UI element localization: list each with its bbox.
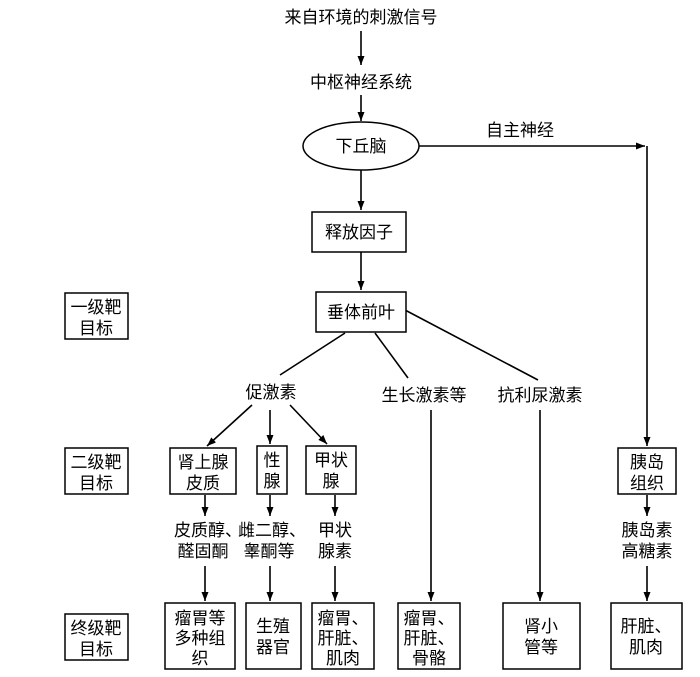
level-second-box [64,447,129,495]
level-second-line1: 二级靶 [71,453,122,473]
gonad-secretion-line2: 睾酮等 [244,542,295,562]
target-gonad-box [245,602,302,670]
pancreatic-islet-box [617,447,677,495]
thyroid-box [305,445,357,495]
level-first-box [64,292,129,340]
adrenal-cortex-line2: 皮质 [186,474,220,494]
level-second-line2: 目标 [79,474,113,494]
antidiuretic-hormone-label: 抗利尿激素 [498,386,583,406]
level-first-line1: 一级靶 [71,298,122,318]
arrow-tropic-to-thyroid [289,404,328,445]
connectors [201,31,651,601]
adrenal-cortex-line1: 肾上腺 [178,453,229,473]
target-pancreas-line2: 肌肉 [629,638,663,658]
hypothalamus-ellipse [302,121,420,171]
target-adh-box [502,602,581,670]
target-growth-box [397,602,461,670]
level-final-line2: 目标 [79,640,113,660]
thyroid-secretion-line1: 甲状 [318,521,352,541]
thyroid-secretion-line2: 腺素 [318,542,352,562]
level-first-line2: 目标 [79,319,113,339]
adrenal-cortex-box [169,447,237,495]
release-factor-box [311,211,407,253]
line-pituitary-to-adh [404,309,539,381]
target-adrenal-box [164,602,236,670]
line-pituitary-to-tropic [279,332,346,376]
hypothalamus-label: 下丘脑 [336,137,387,157]
target-thyroid-line1: 瘤胃、 [318,609,369,629]
target-adrenal-line2: 多种组 [175,629,226,649]
target-growth-line2: 肝脏、 [404,629,455,649]
target-thyroid-line3: 肌肉 [326,649,360,669]
target-gonad-line1: 生殖 [256,617,290,637]
target-thyroid-line2: 肝脏、 [318,629,369,649]
anterior-pituitary-label: 垂体前叶 [327,303,395,323]
pancreatic-islet-line1: 胰岛 [630,453,664,473]
gonad-secretion-line1: 雌二醇、 [238,521,306,541]
target-thyroid-box [311,602,375,670]
thyroid-line1: 甲状 [314,451,348,471]
target-growth-line3: 骨骼 [412,649,446,669]
release-factor-label: 释放因子 [325,223,393,243]
thyroid-line2: 腺 [323,472,340,492]
target-pancreas-box [610,602,683,670]
adrenal-secretion-line2: 醛固酮 [178,542,229,562]
growth-hormone-label: 生长激素等 [382,386,467,406]
level-final-box [64,613,129,661]
stimulus-source-label: 来自环境的刺激信号 [285,8,438,28]
target-adh-line2: 管等 [524,638,558,658]
target-pancreas-line1: 肝脏、 [621,617,672,637]
target-adrenal-line1: 瘤胃等 [175,609,226,629]
target-adrenal-line3: 织 [192,649,209,669]
target-gonad-line2: 器官 [256,638,290,658]
target-adh-line1: 肾小 [524,617,558,637]
gonad-box [256,445,288,495]
tropic-hormone-label: 促激素 [246,383,297,403]
adrenal-secretion-line1: 皮质醇、 [174,521,242,541]
cns-label: 中枢神经系统 [310,73,412,93]
line-pituitary-to-growth [374,332,409,379]
autonomic-nerve-label: 自主神经 [486,121,554,141]
pancreas-secretion-line1: 胰岛素 [622,521,673,541]
arrow-tropic-to-adrenal [206,404,253,447]
pancreatic-islet-line2: 组织 [630,474,664,494]
gonad-line1: 性 [264,451,281,471]
level-final-line1: 终级靶 [71,619,122,639]
anterior-pituitary-box [315,291,407,333]
gonad-line2: 腺 [264,472,281,492]
target-growth-line1: 瘤胃、 [404,609,455,629]
pancreas-secretion-line2: 高糖素 [622,542,673,562]
